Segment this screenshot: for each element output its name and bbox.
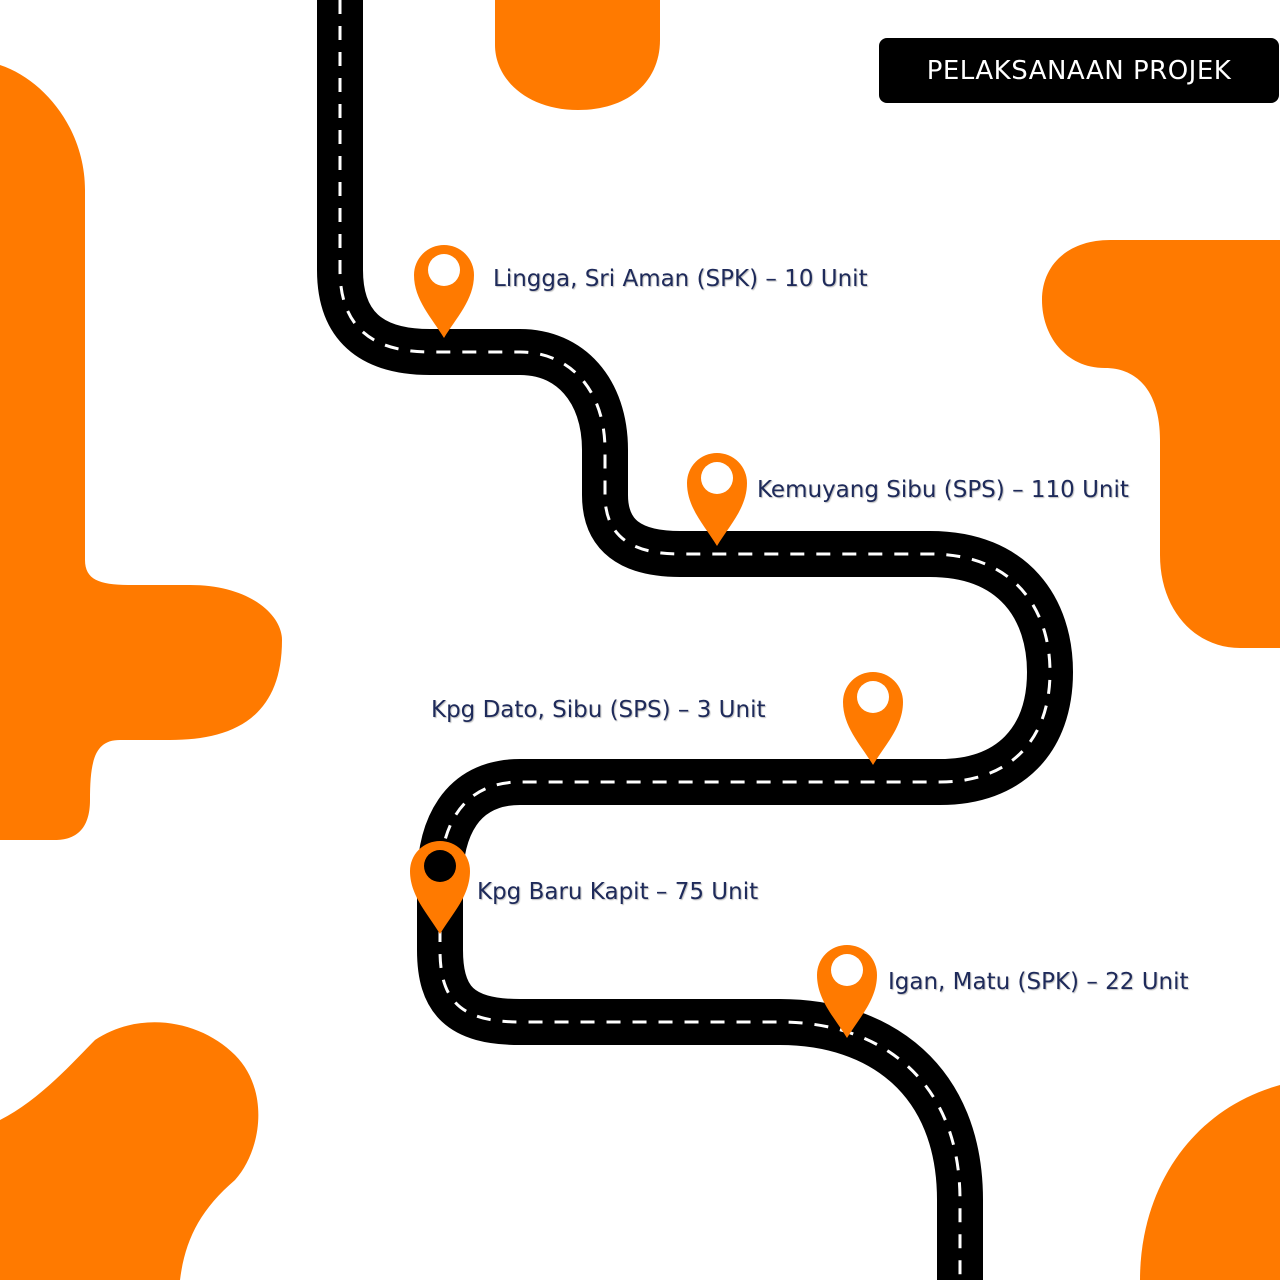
left-blob-shape [0, 65, 282, 840]
road-body [317, 0, 1073, 1280]
orange-map-pin-icon[interactable] [687, 453, 747, 546]
orange-map-pin-icon[interactable] [414, 245, 474, 338]
stop-label-kpg-baru-kapit: Kpg Baru Kapit – 75 Unit [477, 879, 759, 905]
road-center-dashes [338, 0, 1052, 1280]
orange-map-pin-icon[interactable] [817, 945, 877, 1038]
stop-label-igan-matu: Igan, Matu (SPK) – 22 Unit [888, 969, 1189, 995]
bottom-right-blob-shape [1140, 1085, 1280, 1280]
page-title: PELAKSANAAN PROJEK [879, 38, 1279, 103]
stop-label-lingga: Lingga, Sri Aman (SPK) – 10 Unit [493, 266, 868, 292]
map-pins [410, 245, 903, 1038]
orange-map-pin-icon[interactable] [410, 841, 470, 934]
right-blob-shape [1042, 240, 1280, 648]
bottom-left-blob-shape [0, 1022, 259, 1280]
top-center-blob-shape [495, 0, 660, 110]
stop-label-kemuyang: Kemuyang Sibu (SPS) – 110 Unit [757, 477, 1129, 503]
stop-label-kpg-dato: Kpg Dato, Sibu (SPS) – 3 Unit [431, 697, 766, 723]
winding-road [317, 0, 1073, 1280]
orange-map-pin-icon[interactable] [843, 672, 903, 765]
